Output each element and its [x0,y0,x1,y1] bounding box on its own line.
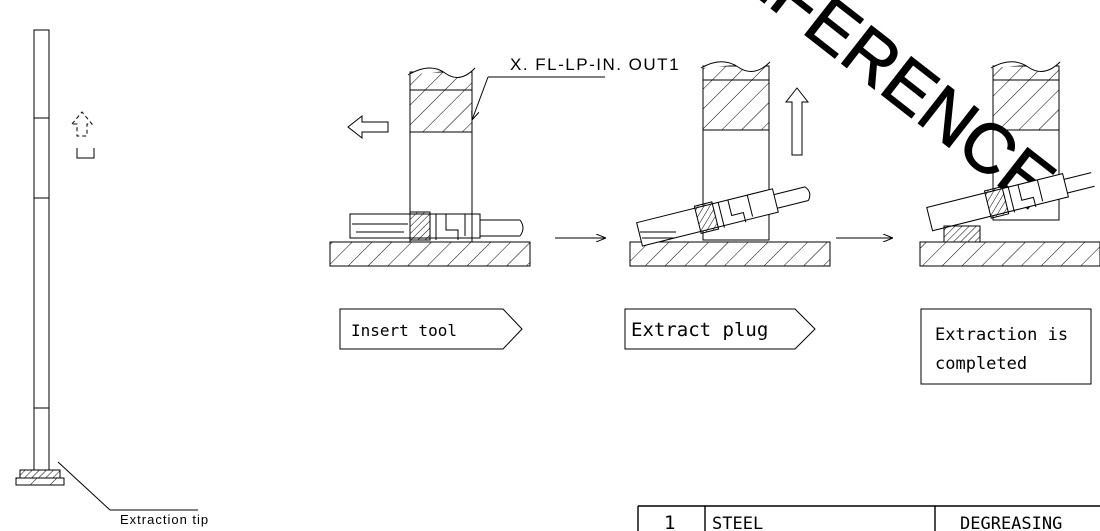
step-1-label-box [339,308,523,350]
step-1-illustration [329,67,531,267]
step-3-label-line-1: Extraction is [935,325,1068,345]
step-3-illustration [919,61,1100,267]
cable [1063,172,1095,194]
lift-arrow-icon [70,111,95,159]
move-left-arrow-icon [347,114,389,140]
tool-tip-base [15,477,65,486]
connector-plug [983,186,1010,219]
step-3-label-line-2: completed [935,354,1027,374]
connector-latch [435,214,466,240]
tool-break-line [700,61,771,72]
tool-break-line [407,67,476,78]
connector-latch [1007,179,1044,213]
leader-line [57,461,111,511]
tool-shaft [33,29,50,471]
parts-table-material: STEEL [712,514,763,531]
extraction-tool [15,29,198,511]
step-2-illustration [629,61,831,267]
base-plate [629,241,831,267]
step-2-label-box [624,308,816,350]
receptacle-on-board [943,225,981,243]
tool-break-line [990,61,1061,72]
extraction-tip-label: Extraction tip [120,512,209,527]
tool-hatched-section [409,71,473,133]
connector-ring [352,223,408,233]
tool-part-callout [472,76,605,120]
cable [773,186,811,209]
step-2-label: Extract plug [631,319,768,341]
parts-table-item-number: 1 [664,512,675,531]
step-1-label: Insert tool [351,321,457,340]
connector-ring [640,231,676,239]
parts-table [637,505,1100,531]
step-3-label-box [920,308,1092,385]
connector-plug [693,201,720,235]
connector-plug [409,211,431,241]
base-plate [329,241,531,267]
lift-up-arrow-icon [784,87,810,156]
base-plate [919,241,1100,267]
parts-table-finish: DEGREASING [960,514,1062,531]
connector-latch [717,194,754,228]
tool-hatched-section [702,65,770,131]
tool-tip-block [19,469,61,479]
cable [480,219,524,237]
tool-hatched-section [992,65,1060,131]
tool-part-label: X. FL-LP-IN. OUT1 [510,55,680,74]
